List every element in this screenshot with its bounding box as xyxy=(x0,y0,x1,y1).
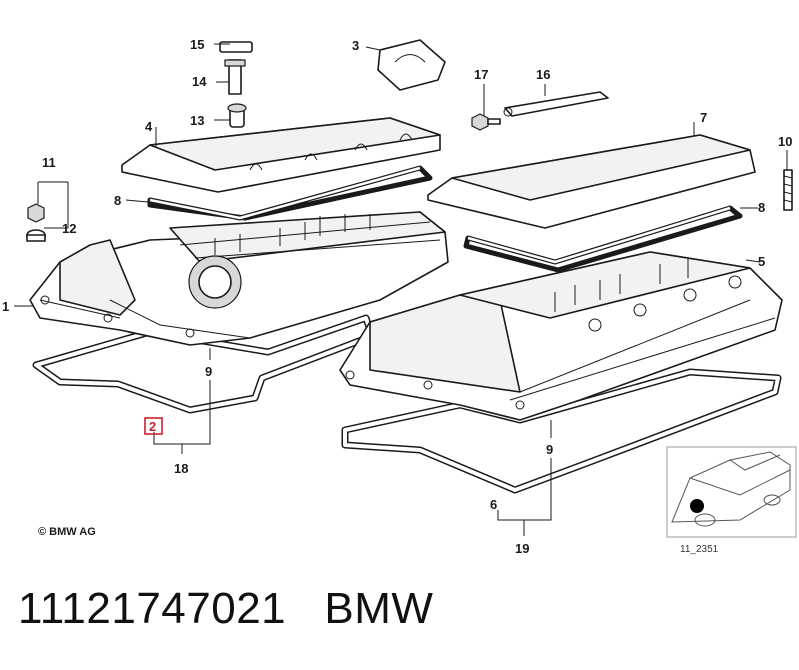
callout-8-left: 8 xyxy=(114,193,121,208)
callout-8-right: 8 xyxy=(758,200,765,215)
footer-part-number: 11121747021 xyxy=(18,584,287,633)
callout-15: 15 xyxy=(190,37,204,52)
location-marker-icon xyxy=(690,499,704,513)
callout-9-left: 9 xyxy=(205,364,212,379)
callout-14: 14 xyxy=(192,74,207,89)
callout-18: 18 xyxy=(174,461,188,476)
stud-bolt xyxy=(783,169,793,211)
ground-strap xyxy=(471,91,609,131)
upper-gasket-left xyxy=(147,165,433,221)
cover-trim-right xyxy=(427,134,756,229)
footer-brand: BMW xyxy=(324,584,434,633)
footer-part-title: 11121747021 BMW xyxy=(18,584,433,634)
cover-trim-left xyxy=(121,117,441,193)
callout-6: 6 xyxy=(490,497,497,512)
cylinder-head-cover-right xyxy=(339,251,783,421)
callout-4: 4 xyxy=(145,119,153,134)
callout-2: 2 xyxy=(149,419,156,434)
callout-13: 13 xyxy=(190,113,204,128)
leader-lines xyxy=(14,43,788,536)
callout-3: 3 xyxy=(352,38,359,53)
callout-5: 5 xyxy=(758,254,765,269)
cylinder-head-cover-left xyxy=(29,211,449,346)
nut-washer-set xyxy=(26,203,46,242)
callout-1: 1 xyxy=(2,299,9,314)
oil-filler-cap xyxy=(377,39,446,91)
callout-10: 10 xyxy=(778,134,792,149)
vehicle-location-inset: 11_2351 xyxy=(666,446,797,555)
upper-gasket-right xyxy=(463,205,743,273)
callout-12: 12 xyxy=(62,221,76,236)
copyright-notice: © BMW AG xyxy=(38,526,96,538)
callout-17: 17 xyxy=(474,67,488,82)
callout-labels: 1 3 4 5 6 7 8 8 9 9 10 11 12 13 14 15 16… xyxy=(2,37,792,556)
callout-19: 19 xyxy=(515,541,529,556)
lower-gasket-left xyxy=(32,314,376,414)
callout-11: 11 xyxy=(42,155,56,170)
highlighted-callout-2[interactable]: 2 xyxy=(144,417,163,435)
bolt-assembly-left xyxy=(219,41,253,128)
callout-9-right: 9 xyxy=(546,442,553,457)
inset-code: 11_2351 xyxy=(680,544,719,555)
callout-16: 16 xyxy=(536,67,550,82)
callout-7: 7 xyxy=(700,110,707,125)
